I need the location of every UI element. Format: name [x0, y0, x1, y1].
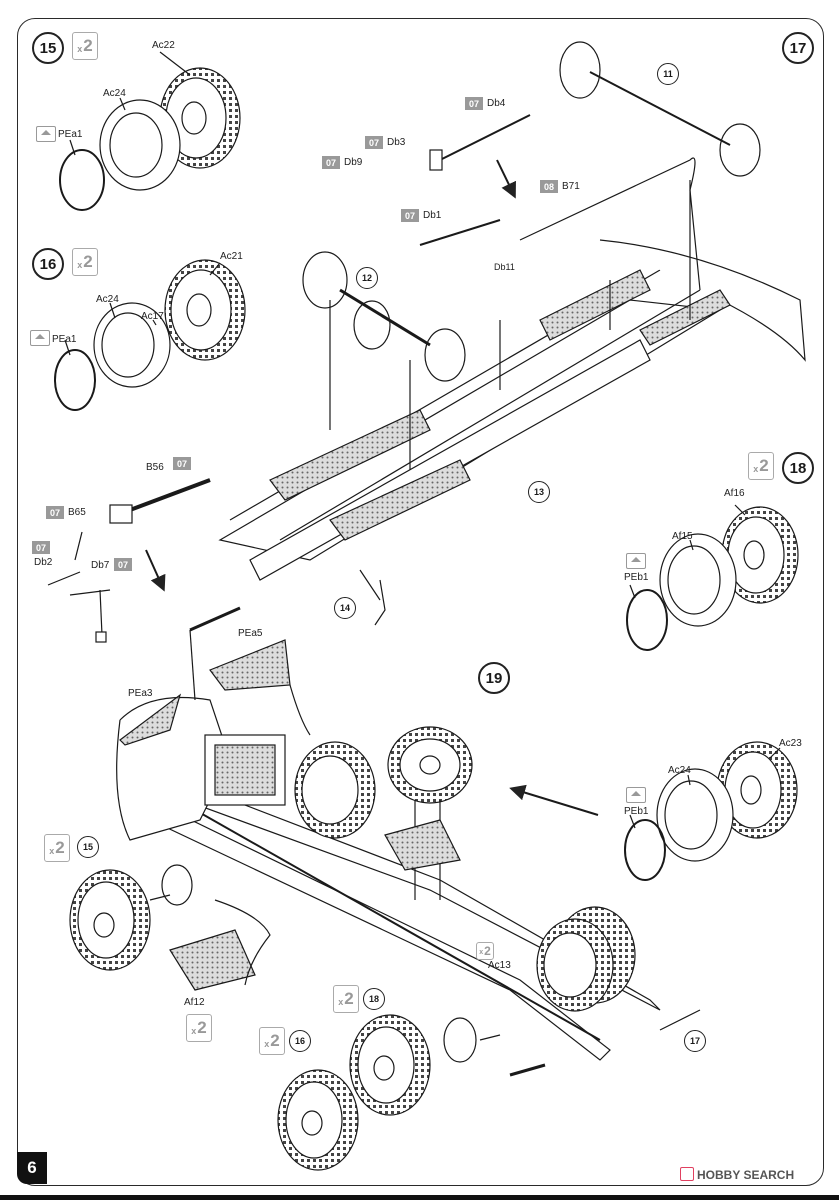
part-pea1-a: PEa1 — [58, 129, 83, 140]
subassembly-15: 15 — [77, 836, 99, 858]
part-af12: Af12 — [184, 997, 205, 1008]
part-db7: Db7 — [91, 560, 110, 571]
part-ac23: Ac23 — [779, 738, 802, 749]
color-code-db1: 07 — [401, 209, 419, 222]
subassembly-18: 18 — [363, 988, 385, 1010]
part-db2: Db2 — [34, 557, 53, 568]
part-af15: Af15 — [672, 531, 693, 542]
assembly-step19 — [69, 606, 701, 1171]
page-frame — [17, 18, 824, 1186]
chassis-step17 — [218, 41, 806, 626]
step-19-label: 19 — [478, 662, 510, 694]
part-ac24-c: Ac24 — [668, 765, 691, 776]
part-b65: B65 — [68, 507, 86, 518]
part-peb1-b: PEb1 — [624, 806, 649, 817]
color-code-db7: 07 — [114, 558, 132, 571]
subassembly-16: 16 — [289, 1030, 311, 1052]
part-ac13: Ac13 — [488, 960, 511, 971]
color-code-db2: 07 — [32, 541, 50, 554]
color-code-b56: 07 — [173, 457, 191, 470]
part-af16: Af16 — [724, 488, 745, 499]
subassembly-11: 11 — [657, 63, 679, 85]
etch-part-icon — [30, 330, 50, 346]
subassembly-12: 12 — [356, 267, 378, 289]
color-code-db3: 07 — [365, 136, 383, 149]
color-code-b65: 07 — [46, 506, 64, 519]
wheel-step16 — [54, 259, 246, 411]
part-pea1-b: PEa1 — [52, 334, 77, 345]
color-code-db4: 07 — [465, 97, 483, 110]
etch-part-icon — [626, 553, 646, 569]
part-b71: B71 — [562, 181, 580, 192]
part-ac21: Ac21 — [220, 251, 243, 262]
subassembly-17: 17 — [684, 1030, 706, 1052]
subassembly-14: 14 — [334, 597, 356, 619]
step-18-label: 18 — [782, 452, 814, 484]
steering-parts — [47, 478, 211, 643]
step-16-label: 16 — [32, 248, 64, 280]
color-code-b71: 08 — [540, 180, 558, 193]
subassembly-13: 13 — [528, 481, 550, 503]
part-db4: Db4 — [487, 98, 506, 109]
bottom-rule — [0, 1195, 839, 1200]
etch-part-icon — [36, 126, 56, 142]
part-ac22: Ac22 — [152, 40, 175, 51]
watermark: HOBBY SEARCH — [680, 1167, 794, 1182]
wheel-step15 — [59, 51, 241, 211]
hobby-search-logo-icon — [680, 1167, 694, 1181]
step-15-label: 15 — [32, 32, 64, 64]
part-ac17: Ac17 — [141, 311, 164, 322]
part-b56: B56 — [146, 462, 164, 473]
step-17-label: 17 — [782, 32, 814, 64]
part-db3: Db3 — [387, 137, 406, 148]
part-peb1-a: PEb1 — [624, 572, 649, 583]
page-number: 6 — [17, 1152, 47, 1184]
part-pea3: PEa3 — [128, 688, 153, 699]
wheel-step19-right — [624, 741, 798, 881]
color-code-db9: 07 — [322, 156, 340, 169]
part-db11: Db11 — [494, 262, 515, 272]
part-db9: Db9 — [344, 157, 363, 168]
part-pea5: PEa5 — [238, 628, 263, 639]
part-ac24-a: Ac24 — [103, 88, 126, 99]
part-db1: Db1 — [423, 210, 442, 221]
wheel-step18 — [626, 504, 799, 651]
etch-part-icon — [626, 787, 646, 803]
part-ac24-b: Ac24 — [96, 294, 119, 305]
